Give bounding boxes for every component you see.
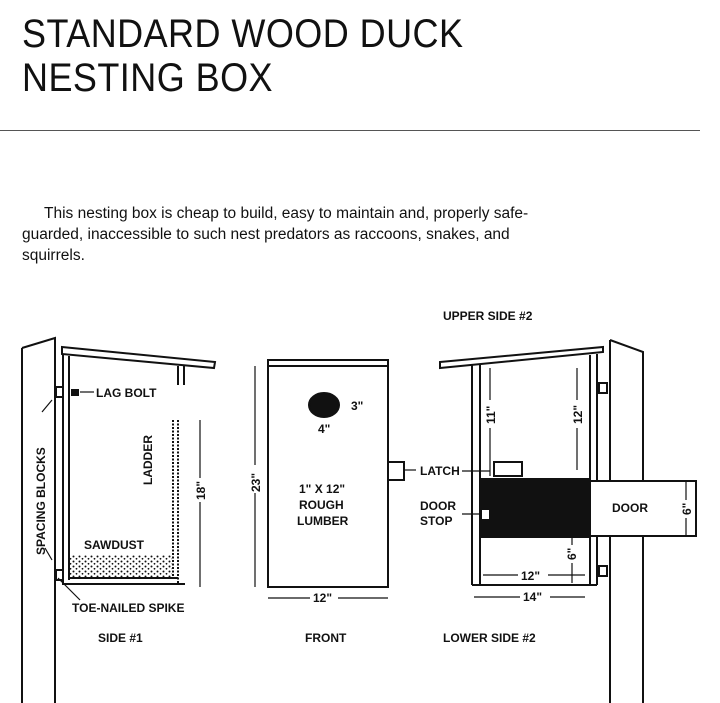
leader-lines-1 [41,399,81,601]
dim-12-vertical-label: 12" [571,405,585,424]
front-wall-stub-1 [177,366,185,385]
door-stop [480,508,491,521]
front-view: 3" 4" 23" 1" X 12" ROUGH LUMBER 12" FRON… [249,359,416,645]
lumber-label-3: LUMBER [297,514,349,528]
dim-14-label: 14" [523,590,542,604]
spacing-block-2-top [598,382,608,394]
lag-bolt-icon [71,389,79,396]
floor-1 [63,577,185,585]
entrance-hole [308,392,340,418]
side-2-view: UPPER SIDE #2 11" 12" LATCH DOOR STOP DO… [420,309,697,703]
front-caption: FRONT [305,631,347,645]
side-1-view: LAG BOLT SPACING BLOCKS LADDER 18" SAWDU… [21,336,217,703]
door-height-label: 6" [680,503,694,515]
spacing-block-2-bottom [598,565,608,577]
door-opening [479,478,591,538]
intro-paragraph: This nesting box is cheap to build, easy… [22,205,529,264]
title-line-1: STANDARD WOOD DUCK [22,12,464,56]
roof-1 [61,345,217,370]
dim-12-label: 12" [313,591,332,605]
hole-height-label: 3" [351,399,363,413]
door-stop-label-1: DOOR [420,499,456,513]
sawdust-fill [70,555,172,577]
post-1 [21,336,56,703]
ladder-label: LADDER [141,435,155,485]
dim-6-label: 6" [565,548,579,560]
latch-label: LATCH [420,464,460,478]
roof-2 [439,345,604,370]
door [589,480,697,537]
dim-18-label: 18" [194,481,208,500]
sawdust-label: SAWDUST [84,538,145,552]
box-walls-2 [471,354,598,586]
latch-block [387,461,405,481]
front-roof [267,359,389,367]
lower-side-2-caption: LOWER SIDE #2 [443,631,536,645]
lag-bolt-label: LAG BOLT [96,386,157,400]
dim-12-label-2: 12" [521,569,540,583]
side-1-caption: SIDE #1 [98,631,143,645]
title-line-2: NESTING BOX [22,56,274,100]
door-stop-label-2: STOP [420,514,452,528]
lumber-label-2: ROUGH [299,498,344,512]
toe-nailed-spike-label: TOE-NAILED SPIKE [72,601,184,615]
lumber-label-1: 1" X 12" [299,482,345,496]
hole-width-label: 4" [318,422,330,436]
spacing-block-top [55,386,64,398]
divider [0,130,700,131]
door-label: DOOR [612,501,648,515]
ladder [172,420,179,583]
dim-23-label: 23" [249,473,263,492]
spacing-block-bottom [55,569,64,581]
dim-11-label: 11" [484,406,498,424]
upper-side-2-caption: UPPER SIDE #2 [443,309,533,323]
spacing-blocks-label: SPACING BLOCKS [34,447,48,555]
latch [493,461,523,477]
